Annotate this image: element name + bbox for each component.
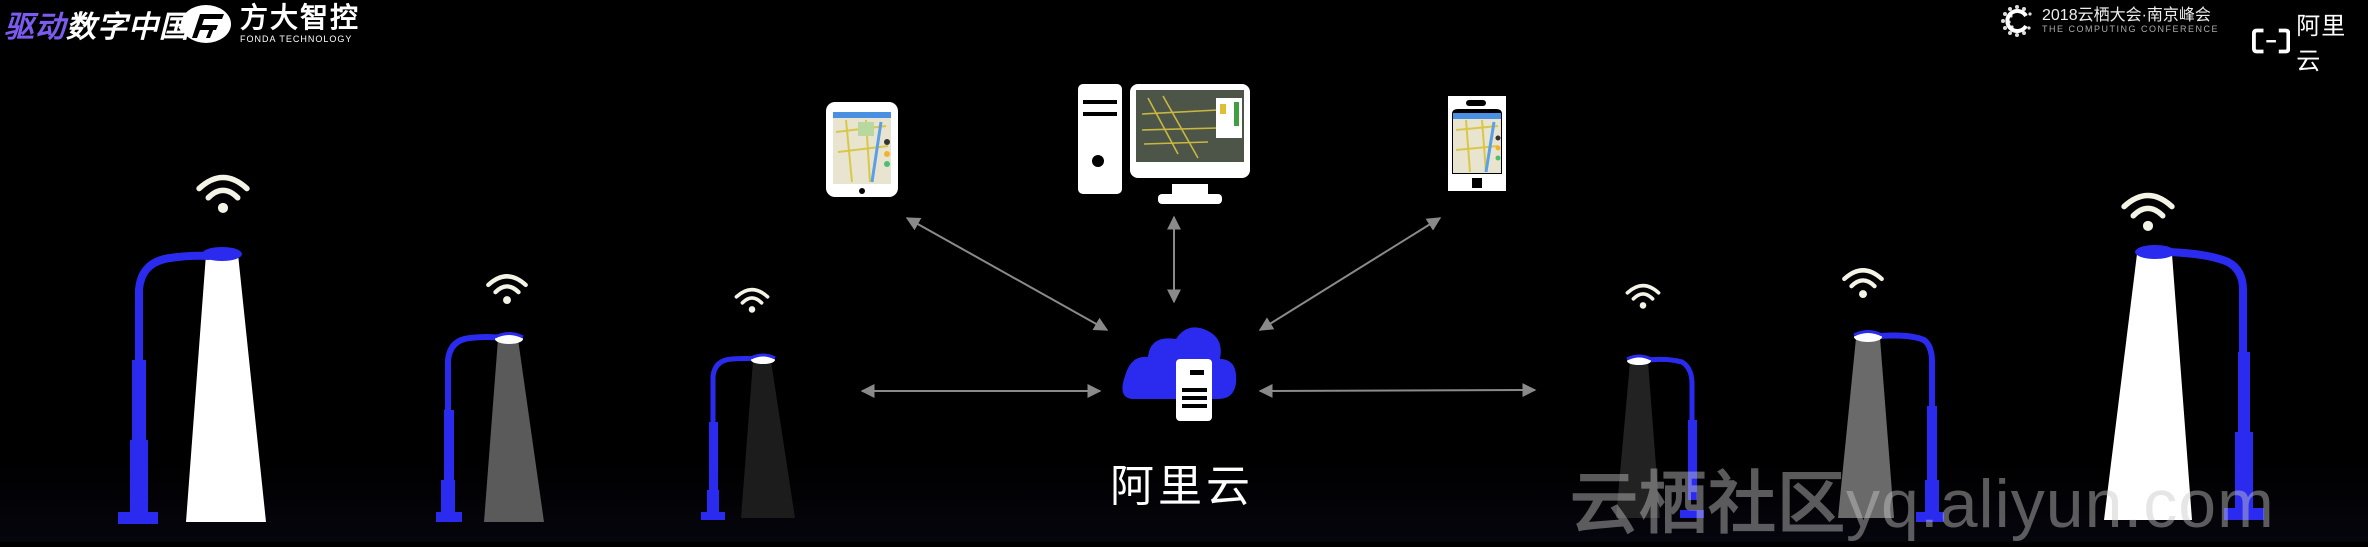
connection-arrows <box>860 215 1537 398</box>
watermark: 云栖社区yq.aliyun.com <box>1570 448 2275 547</box>
fonda-name-cn: 方大智控 <box>240 2 361 33</box>
fonda-logo: 方大智控 FONDA TECHNOLOGY <box>180 4 360 44</box>
wifi-icon <box>2124 196 2172 231</box>
light-beam-medium <box>1838 338 1894 518</box>
wifi-icon <box>488 276 525 304</box>
light-beam-low <box>1616 362 1660 518</box>
cloud-server-icon <box>1122 327 1237 421</box>
tablet-icon <box>826 102 898 197</box>
street-lamp-6 <box>2104 196 2264 520</box>
light-beam-full <box>186 254 266 522</box>
light-beam-medium <box>484 339 544 522</box>
watermark-cn: 云栖社区 <box>1570 466 1847 542</box>
slogan-rest: 数字中国 <box>66 11 190 44</box>
watermark-url: yq.aliyun.com <box>1846 466 2275 542</box>
fonda-name-en: FONDA TECHNOLOGY <box>240 34 353 44</box>
street-lamp-3 <box>701 287 795 520</box>
wifi-icon <box>199 178 247 213</box>
street-lamp-5 <box>1838 270 1944 522</box>
street-lamp-1 <box>118 178 266 524</box>
light-beam-full <box>2104 254 2192 520</box>
wifi-icon <box>734 287 770 315</box>
conference-name-cn: 2018云栖大会·南京峰会 <box>2042 7 2211 25</box>
arrow-phone-cloud <box>1258 217 1442 331</box>
smartphone-icon <box>1448 96 1506 191</box>
aliyun-logo: 阿里云 <box>2252 6 2368 76</box>
light-beam-low <box>741 361 795 518</box>
slogan-highlight: 驱动 <box>4 11 66 44</box>
aliyun-bracket-icon <box>2252 28 2291 54</box>
wifi-icon <box>1625 283 1661 311</box>
arrow-right-lamps-cloud <box>1258 383 1537 398</box>
street-lamp-2 <box>436 276 544 522</box>
conference-name-en: THE COMPUTING CONFERENCE <box>2042 23 2220 34</box>
arrow-tablet-cloud <box>905 217 1109 331</box>
conference-dots-icon <box>2001 5 2032 37</box>
cloud-label: 阿里云 <box>1110 461 1254 512</box>
aliyun-name: 阿里云 <box>2296 13 2347 75</box>
desktop-computer-icon <box>1078 84 1250 204</box>
fonda-logo-icon <box>181 5 231 43</box>
wifi-icon <box>1844 270 1881 298</box>
slogan: 驱动数字中国 <box>4 2 190 46</box>
conference-logo: 2018云栖大会·南京峰会 THE COMPUTING CONFERENCE <box>2000 4 2219 38</box>
street-lamp-4 <box>1616 283 1704 518</box>
